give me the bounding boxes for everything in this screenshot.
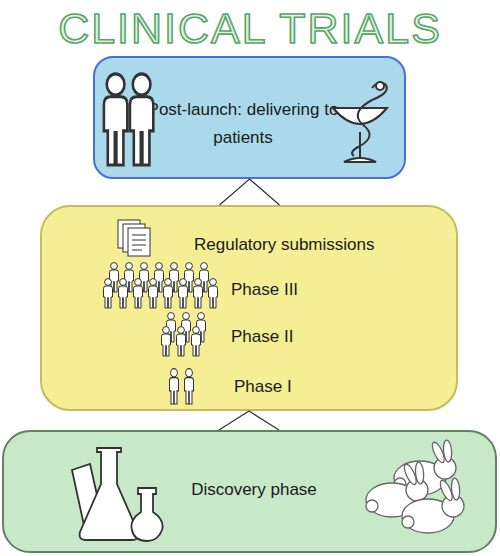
box-label: Discovery phase — [154, 476, 354, 504]
stage-box: Post-launch: delivering to patients — [93, 56, 406, 179]
chevron-line — [219, 411, 279, 430]
box-label: Regulatory submissions — [194, 231, 434, 259]
flow-chevron — [220, 179, 280, 205]
box-label: Phase I — [234, 373, 354, 401]
box-label: Phase II — [231, 323, 351, 351]
diagram-title: CLINICAL TRIALS — [0, 2, 500, 54]
box-label: Phase III — [231, 276, 351, 304]
stage-box: Discovery phase — [2, 430, 497, 553]
box-label: Post-launch: delivering to patients — [147, 96, 339, 152]
chevron-line — [220, 179, 280, 205]
flow-chevron — [219, 411, 279, 430]
stage-box: Regulatory submissionsPhase III Phase II P… — [40, 205, 458, 411]
